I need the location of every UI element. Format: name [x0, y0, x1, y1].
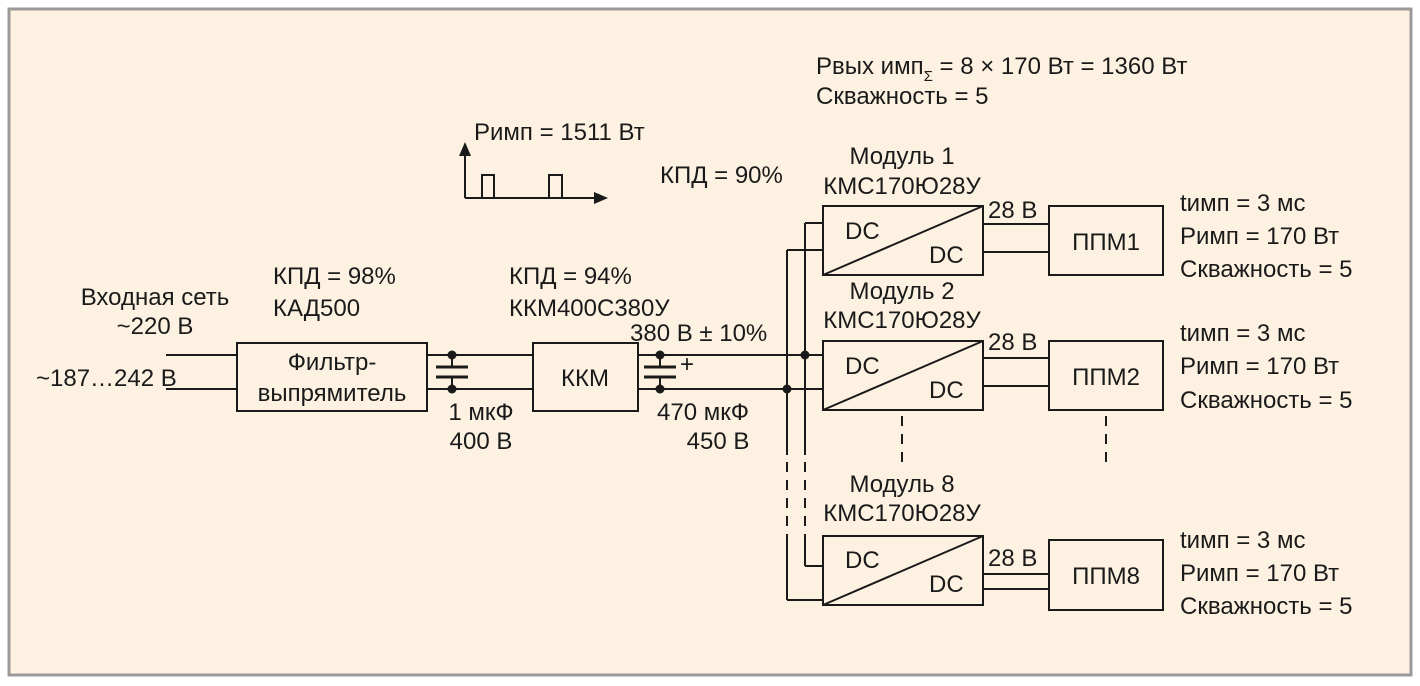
kkm-stage-efficiency: КПД = 90% [660, 162, 783, 189]
module-8-dc-in: DC [845, 547, 880, 574]
module-1-title: Модуль 1 [849, 143, 954, 170]
pulse-power-label: Римп = 1511 Вт [474, 119, 645, 146]
distribution-bus [782, 222, 823, 601]
load-ppm2-label: ППМ2 [1072, 364, 1140, 391]
kkm-bus-voltage: 380 В ± 10% [630, 320, 767, 347]
input-voltage-range: ~187…242 В [36, 365, 177, 392]
load-ppm8-block [1048, 539, 1164, 611]
module-2-pulse-power: Римп = 170 Вт [1180, 353, 1339, 380]
module-8-model: КМС170Ю28У [823, 500, 981, 527]
kkm-efficiency: КПД = 94% [509, 263, 632, 290]
filter-efficiency: КПД = 98% [273, 263, 396, 290]
module-1-output-voltage: 28 В [988, 197, 1037, 224]
module-2-pulse-time: tимп = 3 мс [1180, 320, 1305, 347]
input-nominal-voltage: ~220 В [117, 313, 194, 340]
kkm-cap-voltage: 450 В [687, 428, 750, 455]
load-ppm1-label: ППМ1 [1072, 229, 1140, 256]
filter-label-line1: Фильтр- [288, 349, 377, 376]
module-2-output-voltage: 28 В [988, 329, 1037, 356]
module-2-dc-out: DC [929, 377, 964, 404]
kkm-cap-plus: + [680, 351, 694, 378]
module-8-title: Модуль 8 [849, 471, 954, 498]
module-2-title: Модуль 2 [849, 278, 954, 305]
kkm-model: ККМ400С380У [509, 295, 670, 322]
load-ppm2-block [1048, 340, 1164, 411]
pulse-waveform [459, 142, 608, 204]
module-2-dc-in: DC [845, 353, 880, 380]
load-ppm8-label: ППМ8 [1072, 563, 1140, 590]
module-8-pulse-time: tимп = 3 мс [1180, 527, 1305, 554]
filter-label-line2: выпрямитель [258, 380, 407, 407]
module-2-model: КМС170Ю28У [823, 307, 981, 334]
module-1-duty-cycle: Скважность = 5 [1180, 256, 1353, 283]
module-1-pulse-power: Римп = 170 Вт [1180, 223, 1339, 250]
module-8-pulse-power: Римп = 170 Вт [1180, 560, 1339, 587]
module-1-dc-out: DC [929, 242, 964, 269]
total-duty-cycle: Скважность = 5 [816, 83, 989, 110]
total-output-power: Рвых импΣ = 8 × 170 Вт = 1360 Вт [816, 53, 1187, 85]
load-ppm1-block [1048, 205, 1164, 276]
module-8-dc-out: DC [929, 571, 964, 598]
filter-model: КАД500 [273, 295, 360, 322]
module-1-pulse-time: tимп = 3 мс [1180, 190, 1305, 217]
capacitor-470uf [644, 350, 676, 394]
input-network-title: Входная сеть [81, 284, 230, 311]
capacitor-1uf [436, 350, 468, 394]
kkm-block [532, 342, 639, 412]
filter-cap-value: 1 мкФ [448, 399, 513, 426]
filter-cap-voltage: 400 В [450, 428, 513, 455]
module-2-duty-cycle: Скважность = 5 [1180, 387, 1353, 414]
module-1-dc-in: DC [845, 218, 880, 245]
filter-rectifier-block [236, 342, 428, 412]
kkm-cap-value: 470 мкФ [657, 399, 749, 426]
module-1-model: КМС170Ю28У [823, 173, 981, 200]
module-8-duty-cycle: Скважность = 5 [1180, 593, 1353, 620]
module-8-output-voltage: 28 В [988, 545, 1037, 572]
kkm-label: ККМ [561, 365, 609, 392]
